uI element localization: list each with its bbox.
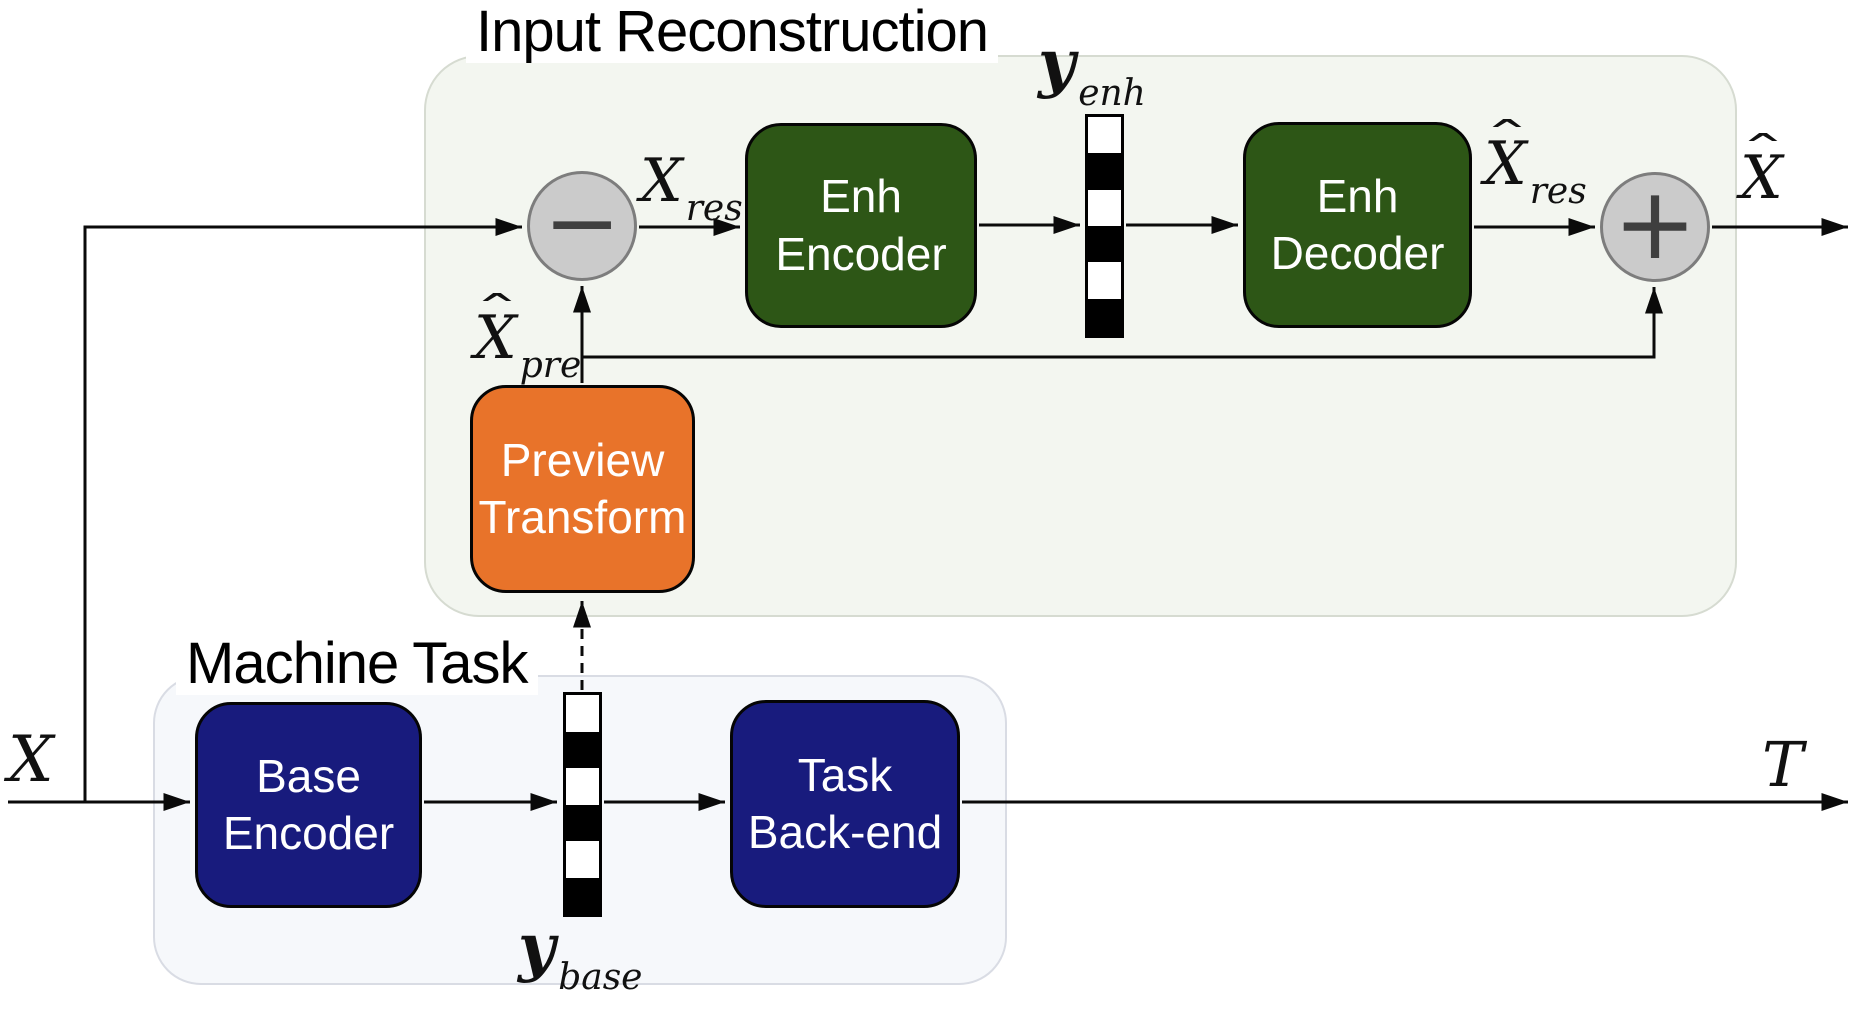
label-task-output-t: T bbox=[1762, 728, 1804, 801]
bitstream-cell-black bbox=[566, 731, 599, 768]
enh-decoder-block: Enh Decoder bbox=[1243, 122, 1472, 328]
label-y-base: y base bbox=[518, 910, 643, 998]
arrow-x-branch-to-subtract bbox=[83, 218, 522, 802]
hat-accent: ˆ bbox=[1483, 114, 1531, 165]
label-y-enh: y enh bbox=[1038, 26, 1146, 114]
bitstream-cell-white bbox=[1088, 117, 1121, 154]
preview-transform-label-line2: Transform bbox=[478, 491, 687, 543]
label-x-hat-output: ˆ X bbox=[1740, 132, 1786, 209]
bitstream-enh-icon bbox=[1085, 114, 1124, 338]
task-backend-label-line2: Back-end bbox=[747, 806, 943, 858]
bitstream-cell-white bbox=[1088, 262, 1121, 299]
label-x-res: X res bbox=[640, 146, 743, 229]
bitstream-cell-black bbox=[566, 804, 599, 841]
arrow-x-hat-pre-to-add bbox=[582, 287, 1663, 359]
hat-accent: ˆ bbox=[473, 288, 521, 339]
enh-encoder-label-line1: Enh bbox=[820, 170, 902, 223]
base-encoder-label-line2: Encoder bbox=[222, 807, 395, 859]
base-encoder-label-line1: Base bbox=[256, 749, 361, 802]
hat-accent: ˆ bbox=[1739, 128, 1787, 179]
task-backend-block: Task Back-end bbox=[730, 700, 960, 908]
input-reconstruction-title: Input Reconstruction bbox=[466, 1, 998, 63]
bitstream-cell-white bbox=[566, 695, 599, 732]
task-backend-label-line1: Task bbox=[797, 748, 893, 801]
label-x-hat-res: ˆ X res bbox=[1484, 118, 1587, 210]
base-encoder-block: Base Encoder bbox=[195, 702, 422, 908]
subtract-node: − bbox=[527, 171, 637, 281]
enh-decoder-label-line2: Decoder bbox=[1270, 227, 1445, 279]
label-x-hat-pre: ˆ X pre bbox=[474, 292, 581, 384]
enh-encoder-block: Enh Encoder bbox=[745, 123, 977, 328]
enh-encoder-label-line2: Encoder bbox=[775, 227, 947, 280]
bitstream-base-icon bbox=[563, 692, 602, 917]
add-node: + bbox=[1600, 172, 1710, 282]
enh-decoder-label-line1: Enh bbox=[1316, 169, 1399, 222]
bitstream-cell-white bbox=[566, 841, 599, 878]
machine-task-title: Machine Task bbox=[176, 633, 538, 695]
bitstream-cell-black bbox=[1088, 298, 1121, 335]
preview-transform-block: Preview Transform bbox=[470, 385, 695, 593]
label-input-x: X bbox=[8, 723, 54, 797]
bitstream-cell-black bbox=[1088, 225, 1121, 263]
bitstream-cell-black bbox=[566, 877, 599, 914]
bitstream-cell-white bbox=[1088, 189, 1121, 226]
preview-transform-label-line1: Preview bbox=[500, 433, 665, 486]
bitstream-cell-white bbox=[566, 768, 599, 805]
bitstream-cell-black bbox=[1088, 153, 1121, 190]
